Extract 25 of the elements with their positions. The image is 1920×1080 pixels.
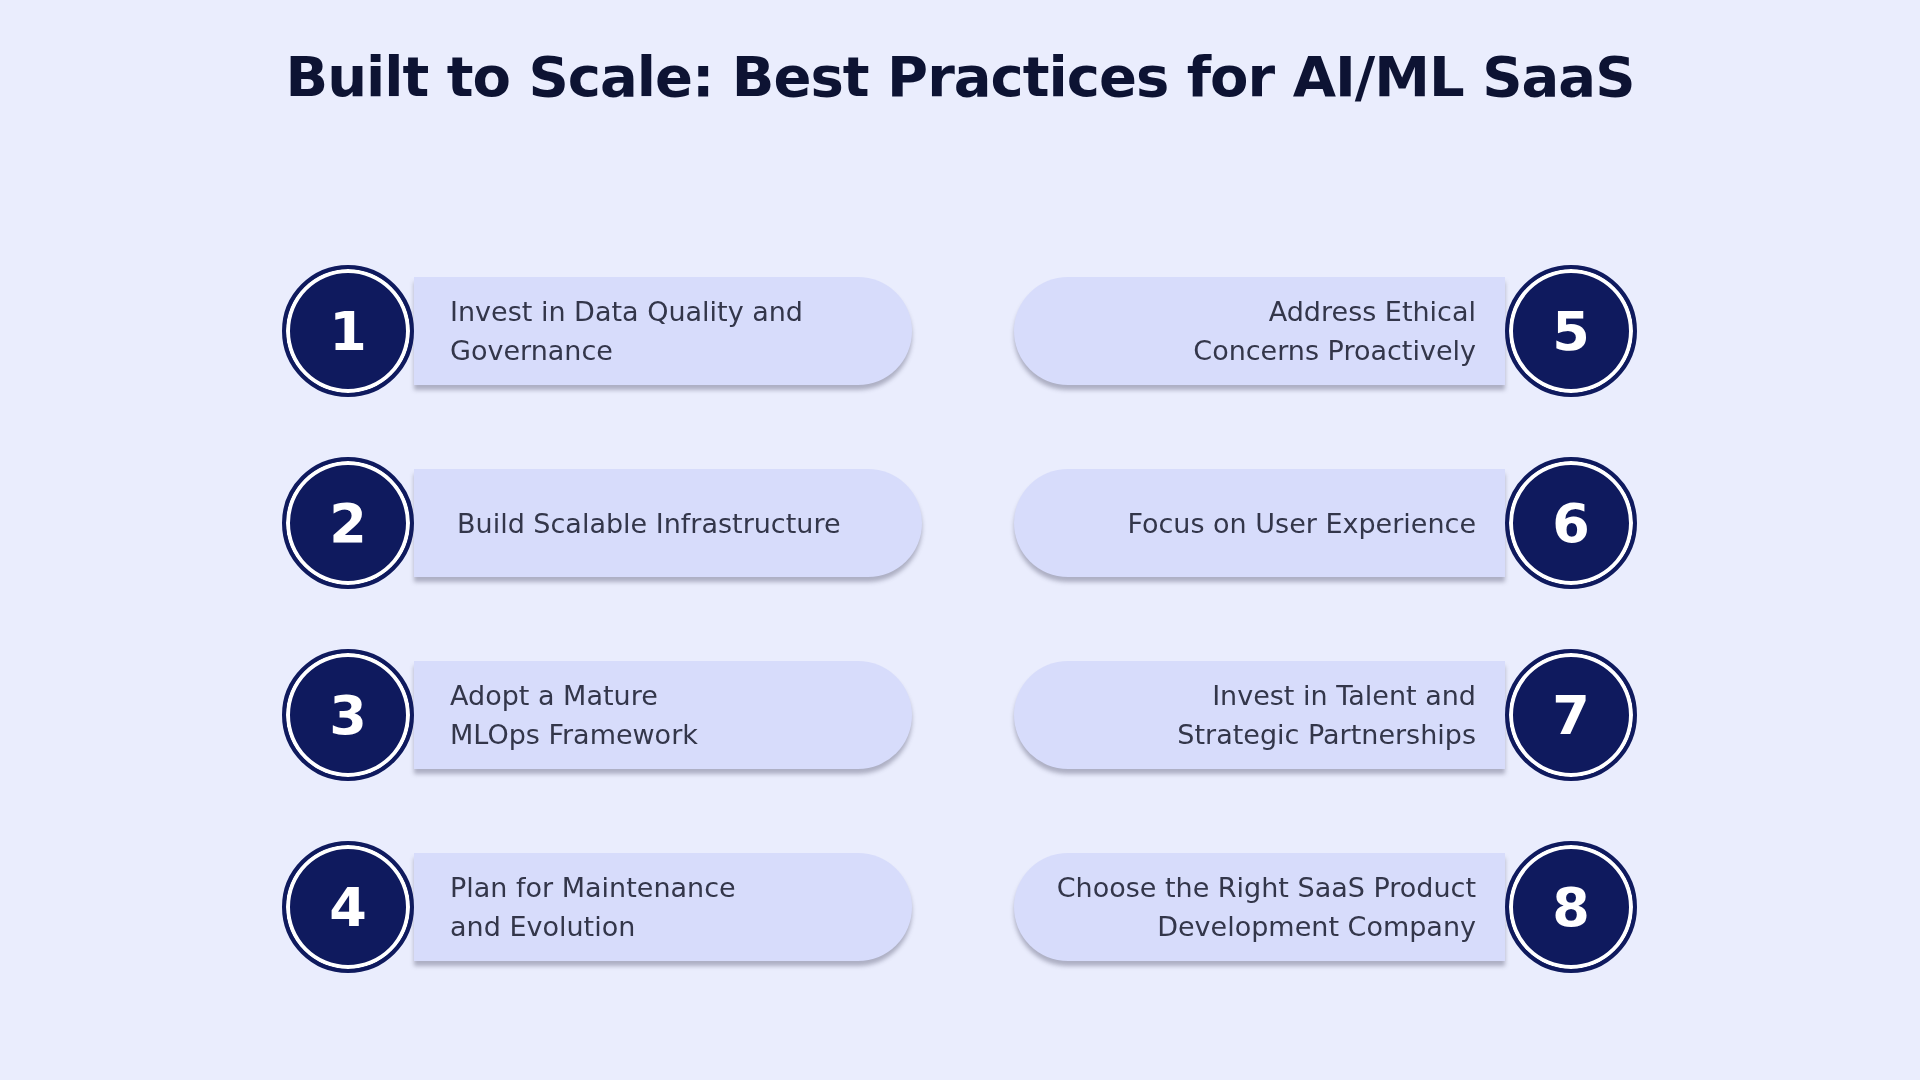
- step-number: 6: [1552, 491, 1590, 555]
- step-number: 5: [1552, 299, 1590, 363]
- step-pill: [414, 853, 912, 961]
- step-text: Focus on User Experience: [1127, 506, 1476, 541]
- step-pill: [414, 469, 922, 577]
- step-number: 4: [329, 875, 367, 939]
- step-pill: [1014, 661, 1505, 769]
- step-pill: [1014, 853, 1505, 961]
- step-pill: [1014, 277, 1505, 385]
- step-text: Invest in Talent and Strategic Partnerships: [1176, 679, 1476, 752]
- step-text: Plan for Maintenance and Evolution: [450, 871, 737, 944]
- step-text: Invest in Data Quality and Governance: [450, 295, 804, 368]
- step-number: 3: [329, 683, 367, 747]
- step-number: 2: [329, 491, 367, 555]
- title: Built to Scale: Best Practices for AI/ML SaaS: [284, 44, 1636, 109]
- step-number: 8: [1552, 875, 1590, 939]
- step-text: Build Scalable Infrastructure: [457, 506, 841, 541]
- step-pill: [414, 661, 912, 769]
- step-text: Choose the Right SaaS Product Development Company: [1055, 871, 1476, 944]
- step-pill: [414, 277, 912, 385]
- step-number: 7: [1552, 683, 1590, 747]
- step-pill: [1014, 469, 1505, 577]
- step-number: 1: [329, 299, 367, 363]
- step-text: Address Ethical Concerns Proactively: [1192, 295, 1476, 368]
- step-text: Adopt a Mature MLOps Framework: [450, 679, 699, 752]
